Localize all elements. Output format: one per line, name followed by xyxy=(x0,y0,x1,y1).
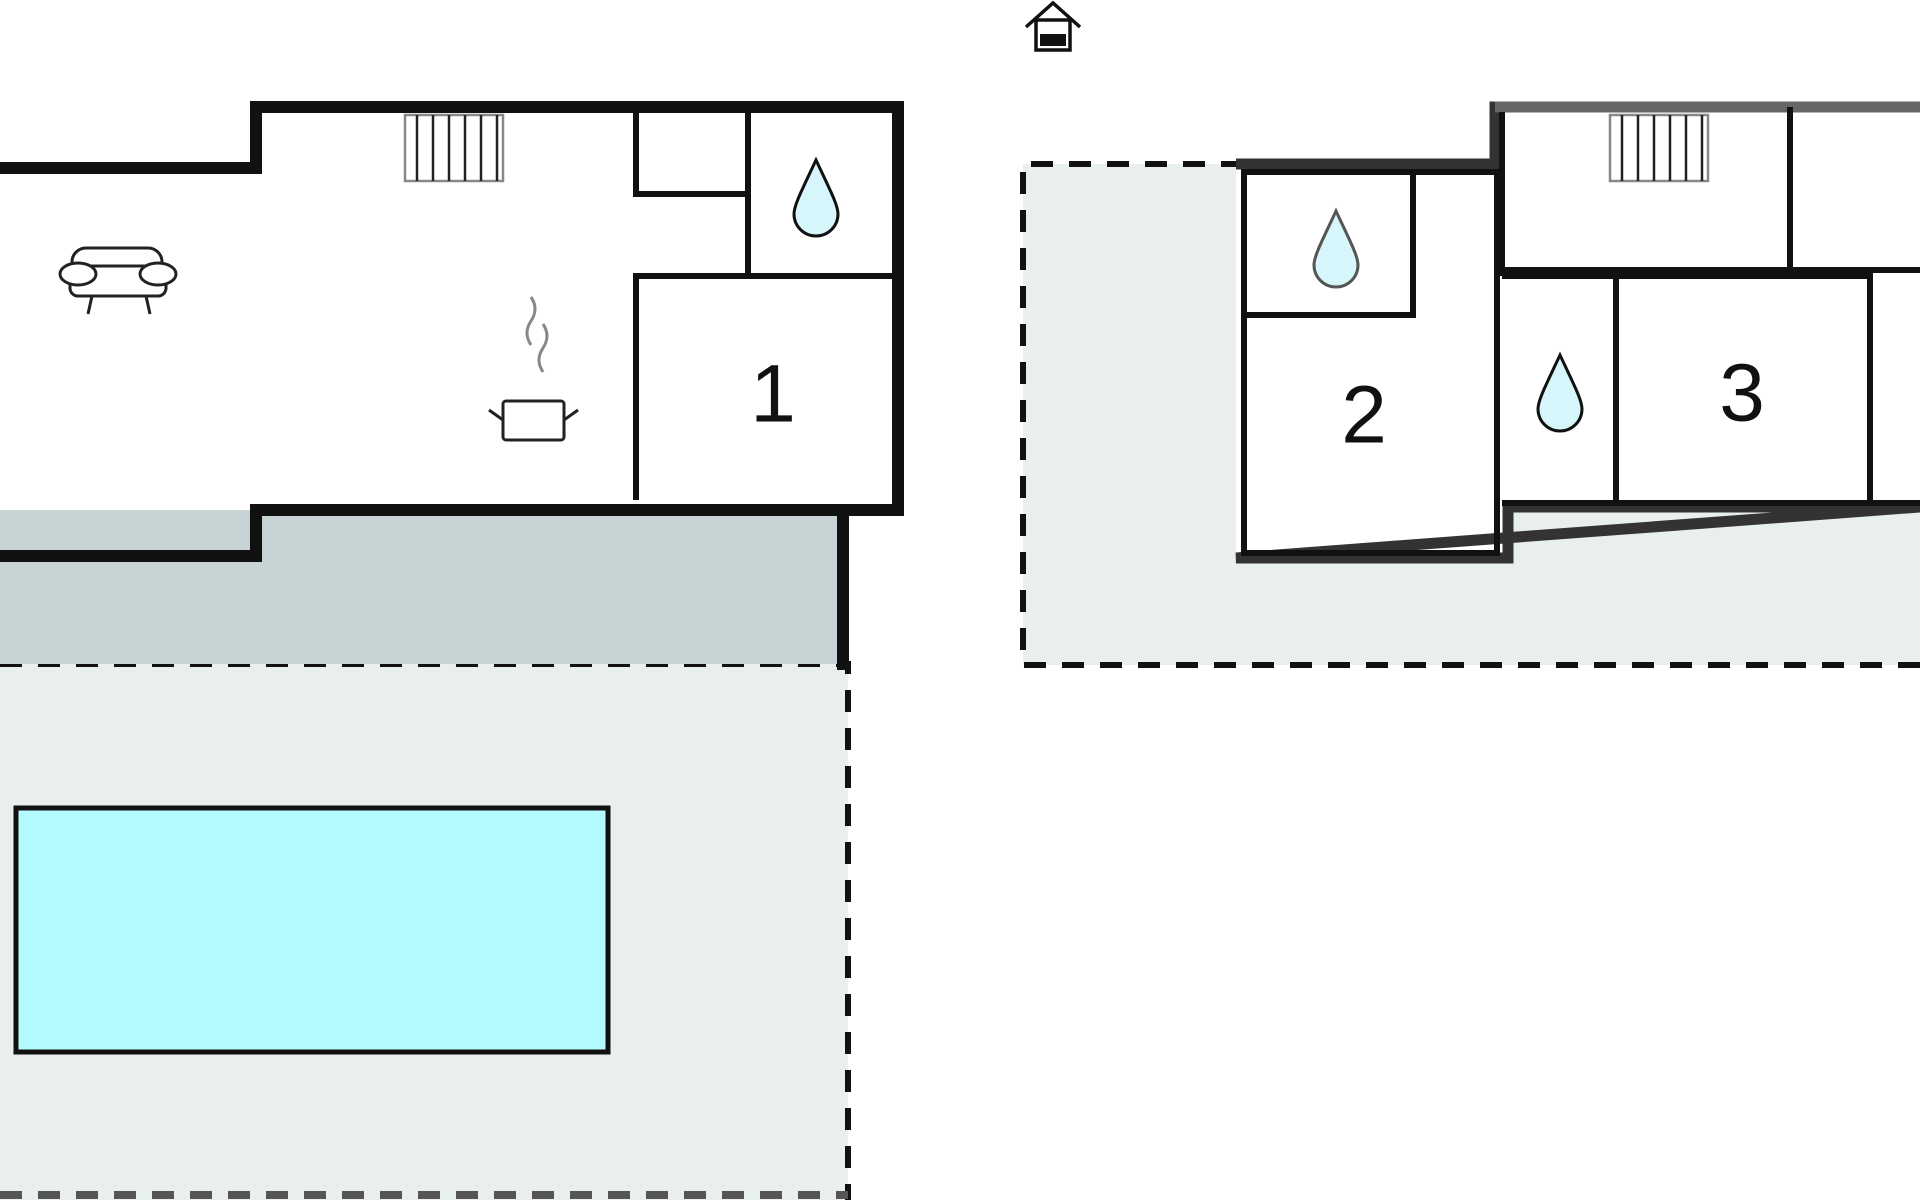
house-entrance-icon xyxy=(1024,0,1082,52)
right-building-floor xyxy=(1236,107,1920,558)
wall-closet xyxy=(633,110,748,197)
swimming-pool xyxy=(13,805,611,1055)
room-2-label: 2 xyxy=(1341,370,1387,461)
sofa-icon xyxy=(58,246,178,315)
cooking-pot-icon xyxy=(488,296,579,442)
water-drop-icon xyxy=(792,156,840,238)
terrace-area xyxy=(0,510,843,664)
room-1-label: 1 xyxy=(750,349,796,440)
wall-bedroom-1 xyxy=(633,273,894,500)
right-building-walls xyxy=(1241,107,1920,556)
left-building-outline xyxy=(0,101,904,562)
stairs-icon xyxy=(403,113,505,183)
yard-boundary xyxy=(1020,161,1920,668)
stairs-icon xyxy=(1608,113,1710,183)
room-3-label: 3 xyxy=(1719,348,1765,439)
water-drop-icon xyxy=(1536,351,1584,433)
water-drop-icon xyxy=(1312,207,1360,289)
